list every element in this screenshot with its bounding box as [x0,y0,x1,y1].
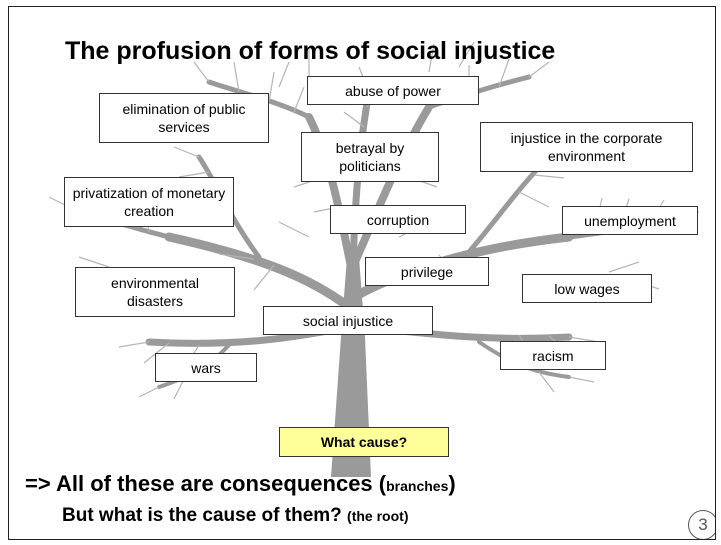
box-what-cause: What cause? [279,427,449,457]
box-privilege: privilege [365,257,489,286]
box-racism: racism [500,341,606,370]
box-unemployment: unemployment [562,206,698,235]
footer-line-consequences: => All of these are consequences (branch… [25,471,456,497]
footer-line2-small: (the root) [347,508,409,524]
box-wars: wars [155,353,257,382]
box-injustice-corporate: injustice in the corporate environment [480,122,693,172]
footer-line-cause-question: But what is the cause of them? (the root… [62,505,408,527]
box-privatization-monetary-creation: privatization of monetary creation [64,177,234,227]
box-low-wages: low wages [522,274,652,303]
box-corruption: corruption [330,205,466,234]
slide-title: The profusion of forms of social injusti… [65,37,556,65]
slide: The profusion of forms of social injusti… [8,6,716,540]
footer-line1-main: => All of these are consequences ( [25,471,387,496]
box-environmental-disasters: environmental disasters [75,267,235,317]
footer-line1-small: branches [386,478,449,494]
box-abuse-of-power: abuse of power [307,76,479,105]
box-betrayal-by-politicians: betrayal by politicians [301,132,439,182]
box-social-injustice: social injustice [263,306,433,335]
footer-line1-end: ) [448,471,456,496]
page-number: 3 [688,510,715,539]
box-elimination-of-public-services: elimination of public services [99,93,269,143]
footer-line2-main: But what is the cause of them? [62,505,348,526]
